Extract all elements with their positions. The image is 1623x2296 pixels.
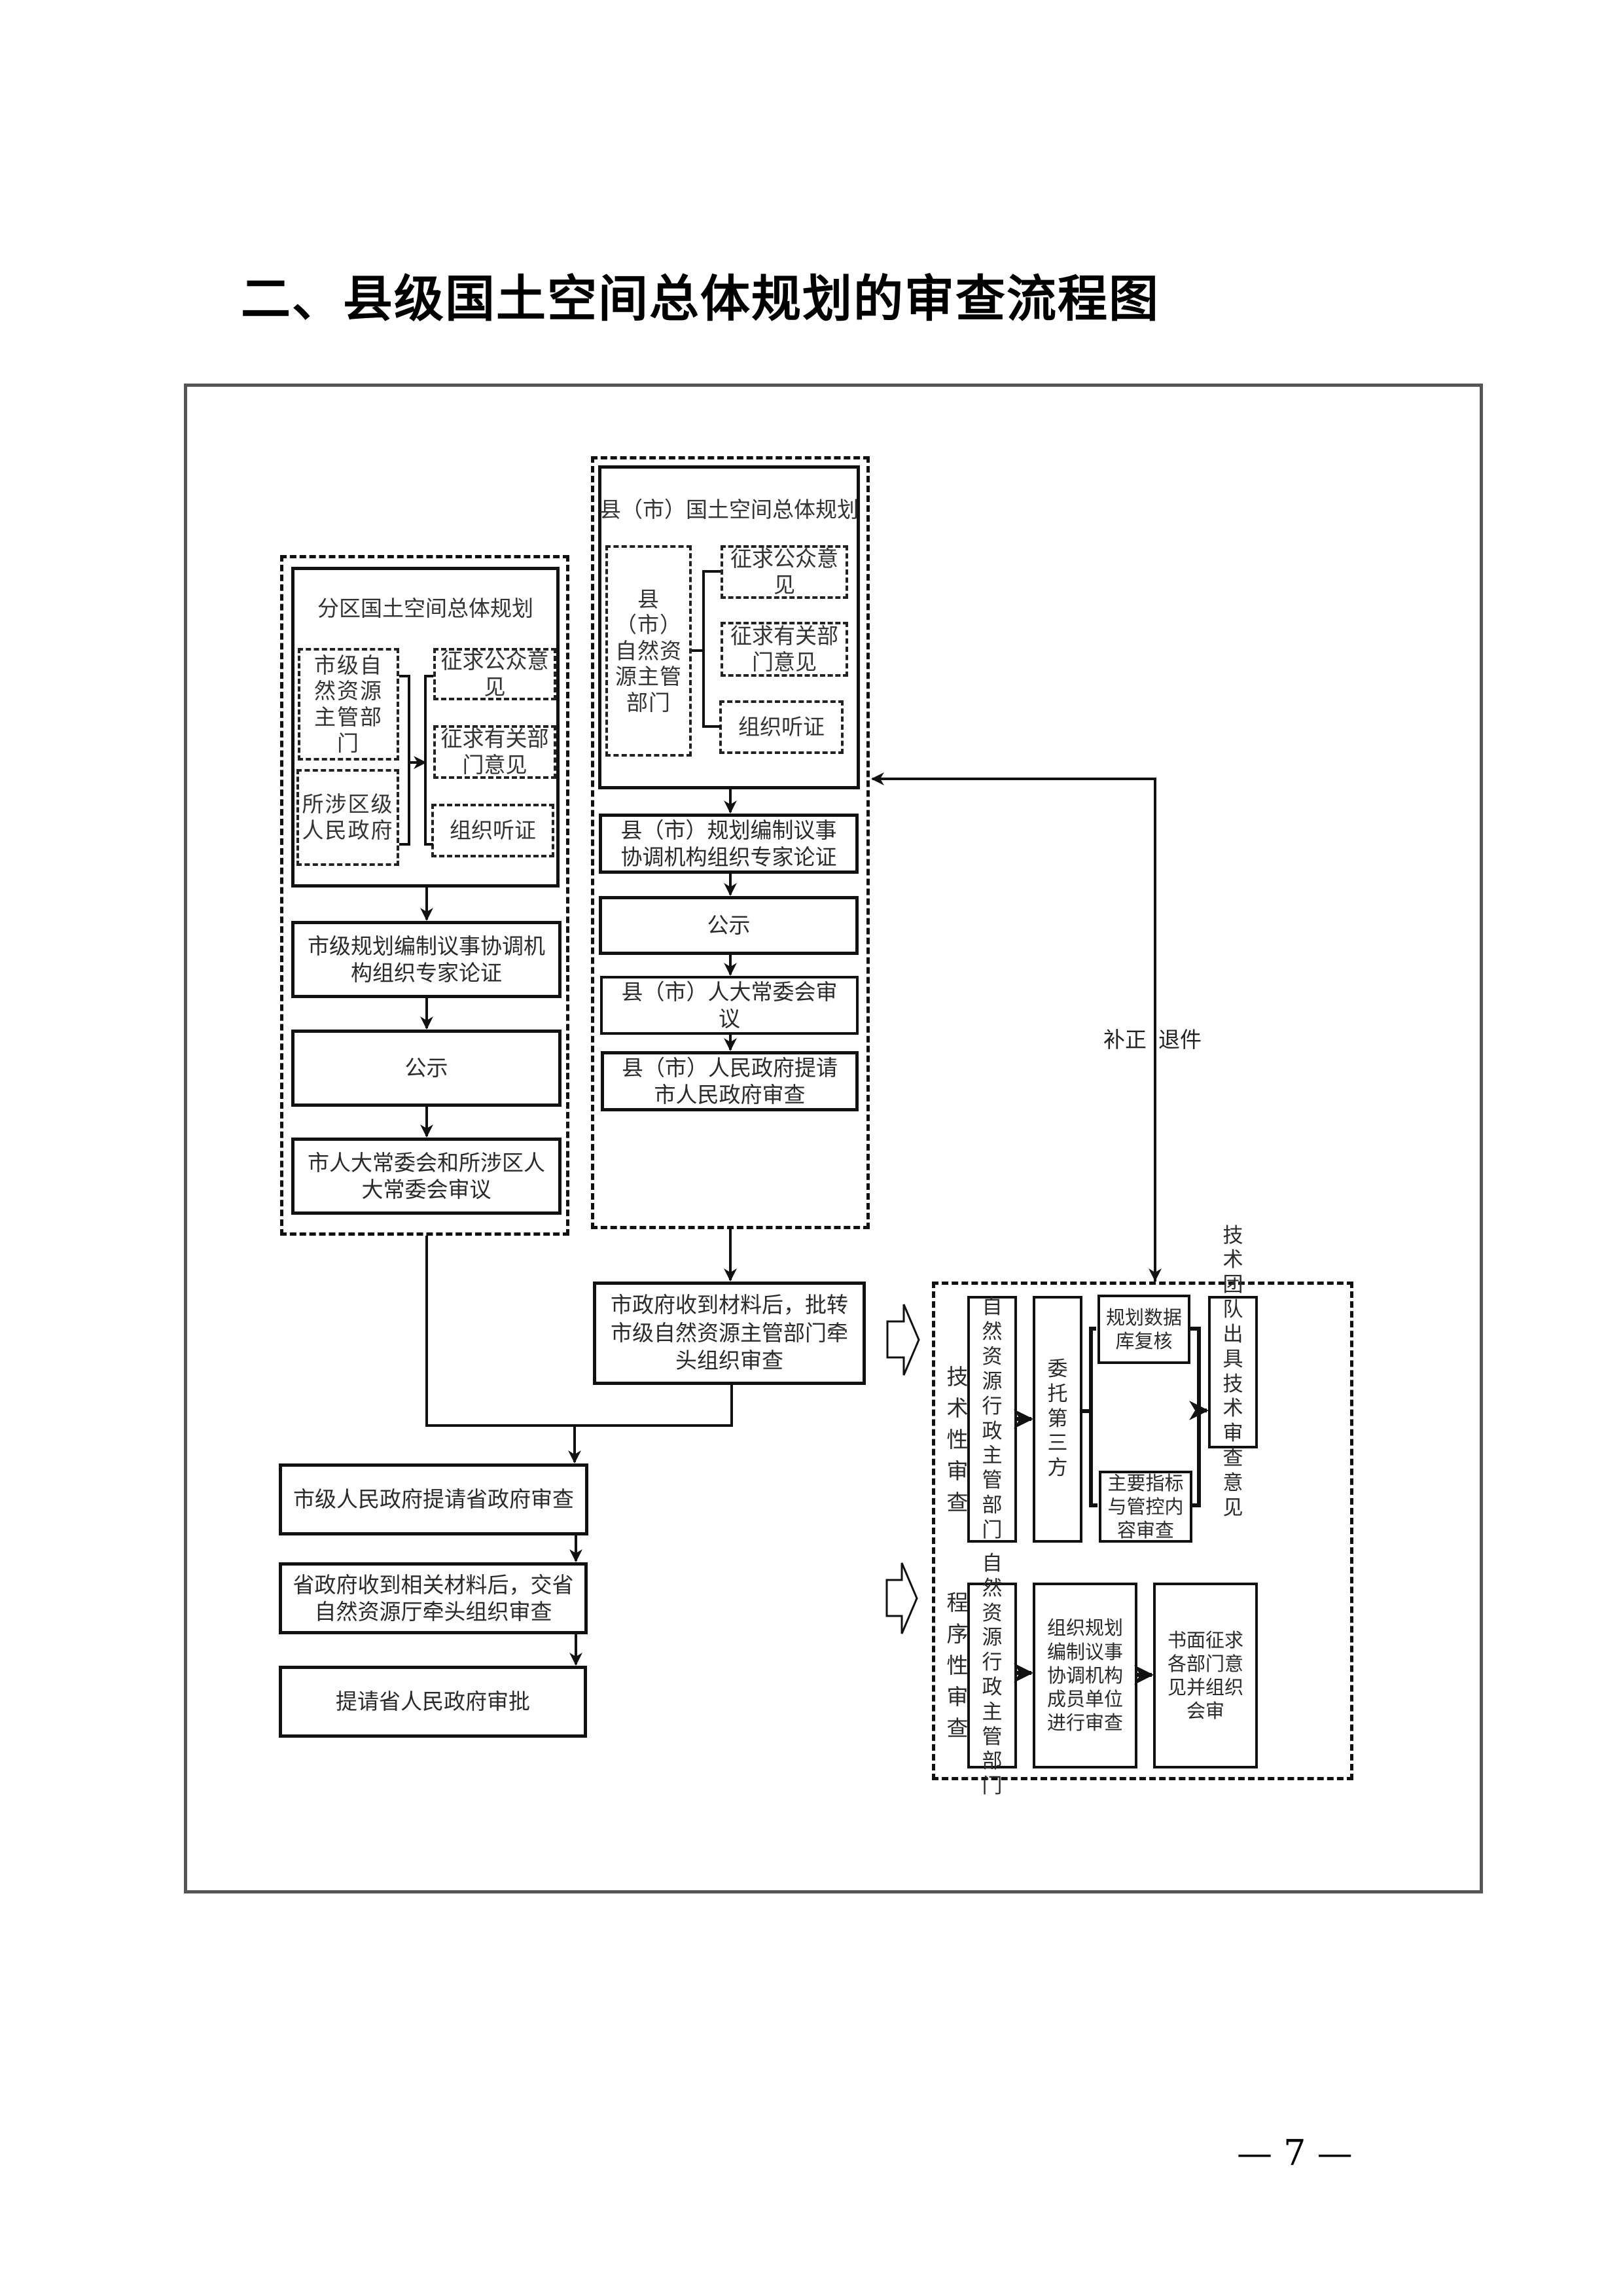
left-group-header: 分区国土空间总体规划	[317, 596, 533, 621]
procedural-result-box: 书面征求各部门意见并组织会审	[1153, 1583, 1258, 1768]
city-review-box: 市政府收到材料后，批转市级自然资源主管部门牵头组织审查	[593, 1282, 866, 1385]
left-group-dashed	[280, 555, 569, 1236]
review-group-dashed	[932, 1282, 1353, 1780]
middle-activity-hearing: 组织听证	[719, 700, 844, 754]
main-step-city-submit: 市级人民政府提请省政府审查	[279, 1463, 588, 1535]
left-activity-hearing: 组织听证	[431, 804, 554, 857]
middle-activity-departments: 征求有关部门意见	[721, 622, 848, 677]
left-plan-box	[291, 567, 560, 888]
technical-check-database: 规划数据库复核	[1097, 1295, 1190, 1364]
technical-result-box: 技术团队出具技术审查意见	[1208, 1224, 1258, 1520]
middle-step-publicity: 公示	[599, 896, 859, 955]
left-step-expert: 市级规划编制议事协调机构组织专家论证	[291, 921, 562, 998]
feedback-supplement-label: 补正	[1103, 1027, 1147, 1052]
page-number: — 7 —	[1237, 2132, 1353, 2174]
main-step-province-approve: 提请省人民政府审批	[279, 1666, 587, 1738]
technical-review-label: 技术性审查	[946, 1364, 969, 1515]
left-step-publicity: 公示	[291, 1030, 562, 1107]
page-title: 二、县级国土空间总体规划的审查流程图	[241, 270, 1160, 328]
procedural-authority-box: 自然资源行政主管部门	[967, 1552, 1017, 1798]
middle-group-header: 县（市）国土空间总体规划	[599, 497, 859, 522]
middle-plan-box	[598, 465, 860, 789]
middle-step-congress: 县（市）人大常委会审议	[600, 976, 859, 1035]
main-step-province-review: 省政府收到相关材料后，交省自然资源厅牵头组织审查	[279, 1562, 588, 1634]
left-activity-departments: 征求有关部门意见	[433, 725, 556, 779]
technical-delegate-box: 委托第三方	[1033, 1296, 1082, 1543]
left-actor-city-dept: 市级自然资源主管部门	[298, 648, 399, 761]
middle-step-expert: 县（市）规划编制议事协调机构组织专家论证	[599, 814, 859, 874]
left-actor-district-gov: 所涉区级人民政府	[296, 769, 399, 866]
flowchart-frame	[184, 384, 1483, 1893]
middle-activity-public: 征求公众意见	[721, 545, 848, 599]
left-activity-public: 征求公众意见	[433, 648, 556, 700]
procedural-review-label: 程序性审查	[946, 1590, 969, 1741]
technical-authority-text: 自然资源行政主管部门	[982, 1295, 1003, 1542]
middle-step-submit-city: 县（市）人民政府提请市人民政府审查	[601, 1051, 859, 1111]
middle-group-dashed	[591, 456, 870, 1229]
procedural-review-box: 组织规划编制议事协调机构成员单位进行审查	[1033, 1583, 1137, 1768]
left-step-congress: 市人大常委会和所涉区人大常委会审议	[291, 1138, 562, 1215]
procedural-authority-text: 自然资源行政主管部门	[982, 1551, 1003, 1799]
technical-delegate-text: 委托第三方	[1047, 1357, 1068, 1480]
feedback-return-label: 退件	[1158, 1027, 1202, 1052]
technical-check-indicators: 主要指标与管控内容审查	[1099, 1471, 1192, 1543]
technical-authority-box: 自然资源行政主管部门	[967, 1295, 1017, 1543]
middle-actor-county-dept: 县（市）自然资源主管部门	[605, 545, 692, 757]
technical-result-text: 技术团队出具技术审查意见	[1222, 1223, 1243, 1520]
